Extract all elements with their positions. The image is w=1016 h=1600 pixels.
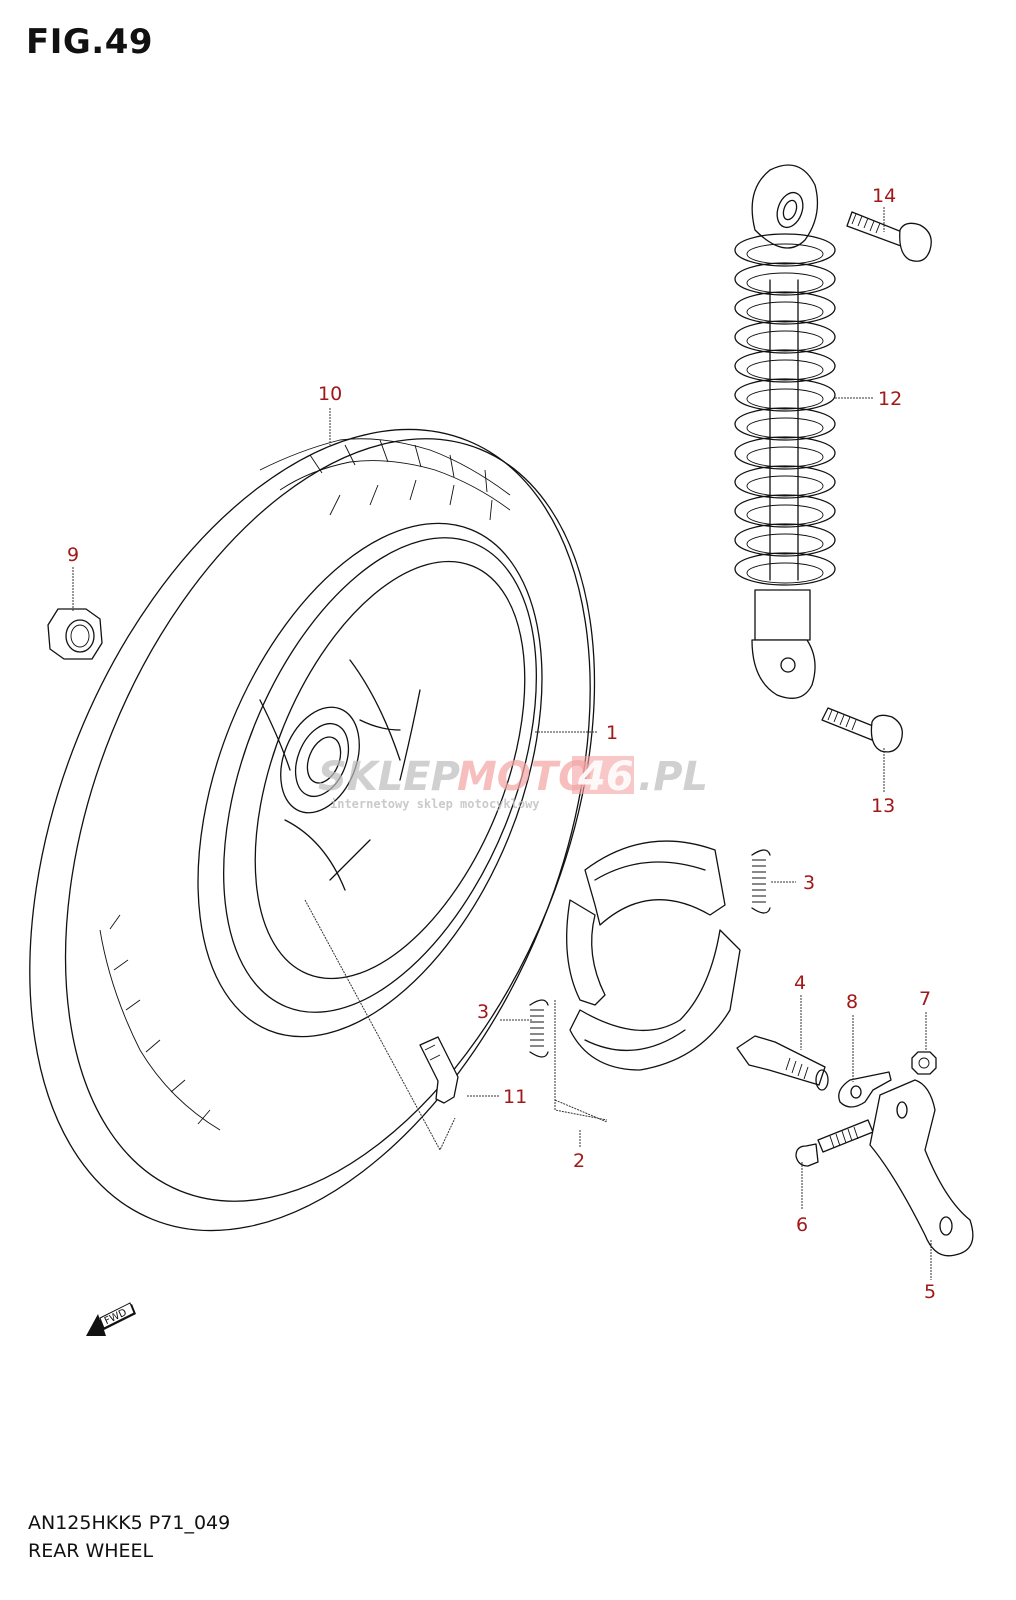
spring-coil-inner xyxy=(746,533,824,555)
tire-illustration[interactable] xyxy=(0,347,699,1313)
callout-1[interactable]: 1 xyxy=(606,722,618,744)
callouts: 1 2 3 3 4 5 6 7 8 9 10 11 12 13 14 xyxy=(67,185,936,1303)
axle-nut-illustration[interactable] xyxy=(47,608,103,660)
valve-illustration[interactable] xyxy=(419,1036,459,1104)
spring-coil xyxy=(734,465,836,499)
shock-lower-bolt-illustration[interactable] xyxy=(821,707,903,753)
spring-coil xyxy=(734,407,836,441)
callout-11[interactable]: 11 xyxy=(503,1086,527,1108)
cam-lever-illustration[interactable] xyxy=(869,1079,974,1257)
watermark-part3: 46 xyxy=(577,754,634,800)
spring-coil xyxy=(734,262,836,296)
callout-5[interactable]: 5 xyxy=(924,1281,936,1303)
spring-coil-inner xyxy=(746,504,824,526)
callout-3-upper[interactable]: 3 xyxy=(803,872,815,894)
callout-12[interactable]: 12 xyxy=(878,388,902,410)
cam-shaft-illustration[interactable] xyxy=(736,1035,829,1091)
spring-coil-inner xyxy=(746,301,824,323)
watermark-part2: MOTO xyxy=(457,754,592,800)
callout-2[interactable]: 2 xyxy=(573,1150,585,1172)
spring-coil-inner xyxy=(746,243,824,265)
spring-coil xyxy=(734,233,836,267)
spring-coil xyxy=(734,320,836,354)
spring-coil xyxy=(734,494,836,528)
spring-coil-inner xyxy=(746,475,824,497)
spring-coil-inner xyxy=(746,359,824,381)
callout-7[interactable]: 7 xyxy=(919,988,931,1010)
brake-spring-lower-illustration[interactable] xyxy=(529,999,549,1058)
watermark: SKLEP MOTO 46 .PL internetowy sklep moto… xyxy=(318,754,708,811)
spring-coil xyxy=(734,378,836,412)
spring-coil-inner xyxy=(746,562,824,584)
spring-coil-inner xyxy=(746,417,824,439)
watermark-tagline: internetowy sklep motocyklowy xyxy=(330,797,540,811)
forward-direction-arrow: FWD xyxy=(86,1302,136,1336)
lever-nut-illustration[interactable] xyxy=(911,1051,937,1075)
indicator-plate-illustration[interactable] xyxy=(838,1071,892,1108)
model-code: AN125HKK5 P71_049 xyxy=(28,1512,231,1534)
brake-shoes-illustration[interactable] xyxy=(566,840,741,1071)
callout-9[interactable]: 9 xyxy=(67,544,79,566)
section-name: REAR WHEEL xyxy=(28,1540,154,1562)
brake-spring-upper-illustration[interactable] xyxy=(751,849,771,914)
shock-absorber-illustration[interactable] xyxy=(734,164,836,699)
leader-lines xyxy=(72,207,932,1280)
spring-coil xyxy=(734,552,836,586)
callout-14[interactable]: 14 xyxy=(872,185,896,207)
callout-13[interactable]: 13 xyxy=(871,795,895,817)
callout-3-lower[interactable]: 3 xyxy=(477,1001,489,1023)
spring-coil-inner xyxy=(746,388,824,410)
spring-coil xyxy=(734,291,836,325)
spring-coil xyxy=(734,523,836,557)
spring-coil-inner xyxy=(746,272,824,294)
watermark-badge xyxy=(572,756,634,794)
callout-10[interactable]: 10 xyxy=(318,383,342,405)
callout-4[interactable]: 4 xyxy=(794,972,806,994)
lever-bolt-illustration[interactable] xyxy=(795,1119,874,1167)
figure-title: FIG.49 xyxy=(26,22,154,62)
wheel-rim-illustration[interactable] xyxy=(130,473,610,1086)
fwd-badge-text: FWD xyxy=(103,1307,129,1327)
watermark-part4: .PL xyxy=(638,754,708,800)
callout-6[interactable]: 6 xyxy=(796,1214,808,1236)
callout-8[interactable]: 8 xyxy=(846,991,858,1013)
watermark-part1: SKLEP xyxy=(318,754,460,800)
shock-upper-bolt-illustration[interactable] xyxy=(846,211,932,262)
spring-coil xyxy=(734,349,836,383)
spring-coil xyxy=(734,436,836,470)
spring-coil-inner xyxy=(746,330,824,352)
spring-coil-inner xyxy=(746,446,824,468)
